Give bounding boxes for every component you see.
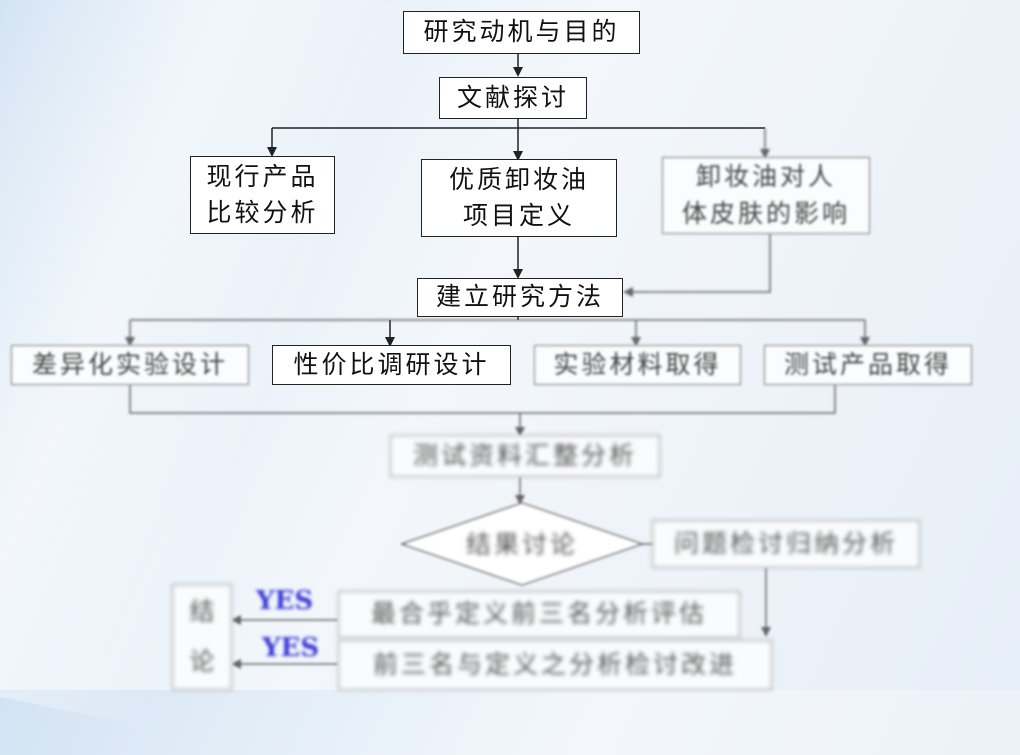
literature-box: 文献探讨 (439, 77, 587, 119)
motivation-box: 研究动机与目的 (403, 11, 640, 54)
top3-eval-box: 最合乎定义前三名分析评估 (338, 591, 740, 638)
conclusion-box: 结 论 (172, 584, 232, 690)
discussion-label: 结果讨论 (465, 530, 578, 559)
analysis-box: 测试资料汇整分析 (390, 435, 660, 477)
yes-label-1: YES (256, 586, 314, 616)
products-box: 测试产品取得 (764, 345, 972, 385)
effect-box: 卸妆油对人 体皮肤的影响 (662, 157, 870, 234)
value-design-box: 性价比调研设计 (272, 345, 511, 385)
current-products-box: 现行产品 比较分析 (190, 156, 335, 234)
yes-label-2: YES (262, 633, 320, 663)
definition-box: 优质卸妆油 项目定义 (421, 159, 617, 237)
arrow-effect-method (623, 233, 771, 297)
top3-improve-box: 前三名与定义之分析检讨改进 (338, 640, 772, 690)
review-box: 问题检讨归纳分析 (652, 520, 920, 568)
connector-lines (125, 53, 870, 669)
diff-design-box: 差异化实验设计 (11, 345, 249, 385)
method-box: 建立研究方法 (417, 278, 623, 317)
merge-bar (129, 384, 836, 414)
materials-box: 实验材料取得 (534, 345, 741, 385)
